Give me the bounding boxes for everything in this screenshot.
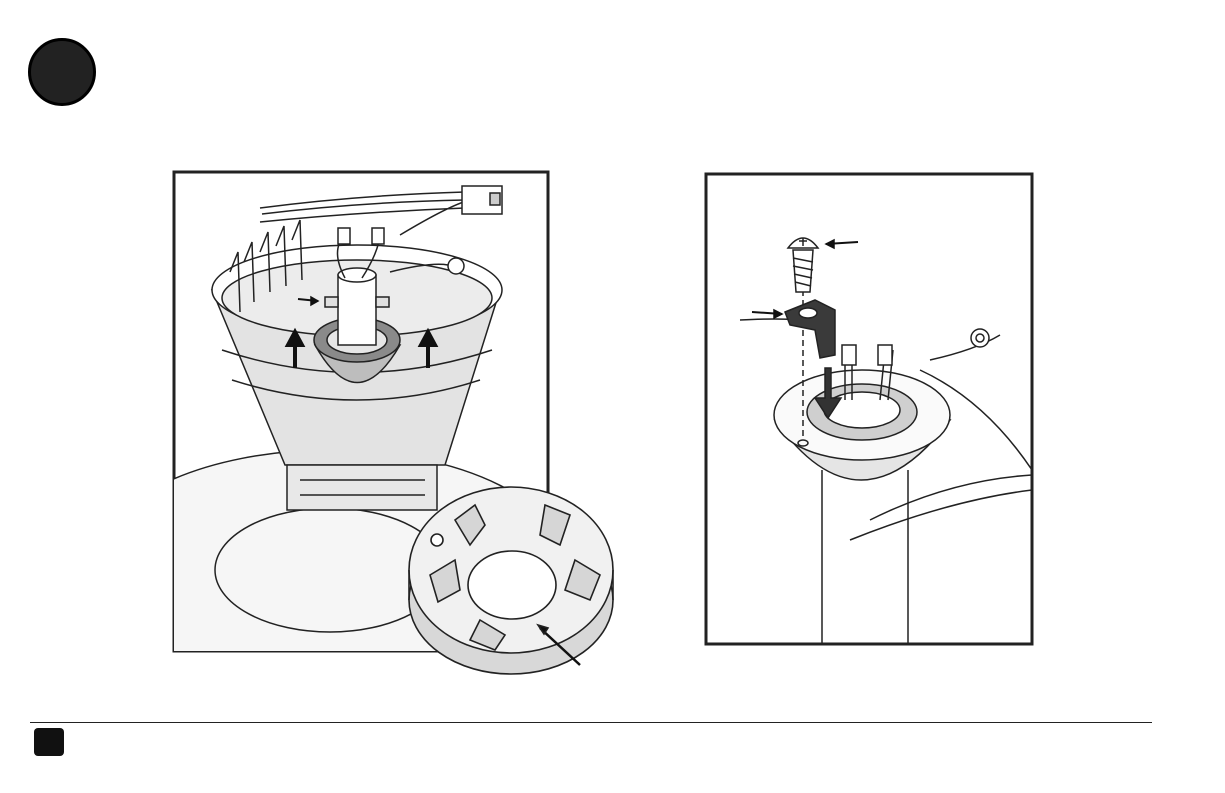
canopy-collar	[287, 465, 437, 510]
ground-wire-terminal	[448, 258, 464, 274]
ground-terminal-right	[971, 329, 989, 347]
page-number	[34, 728, 64, 756]
downrod	[338, 275, 376, 345]
mounting-ring-detail	[409, 487, 613, 674]
right-panel	[706, 174, 1032, 644]
footer-rule	[30, 722, 1152, 723]
